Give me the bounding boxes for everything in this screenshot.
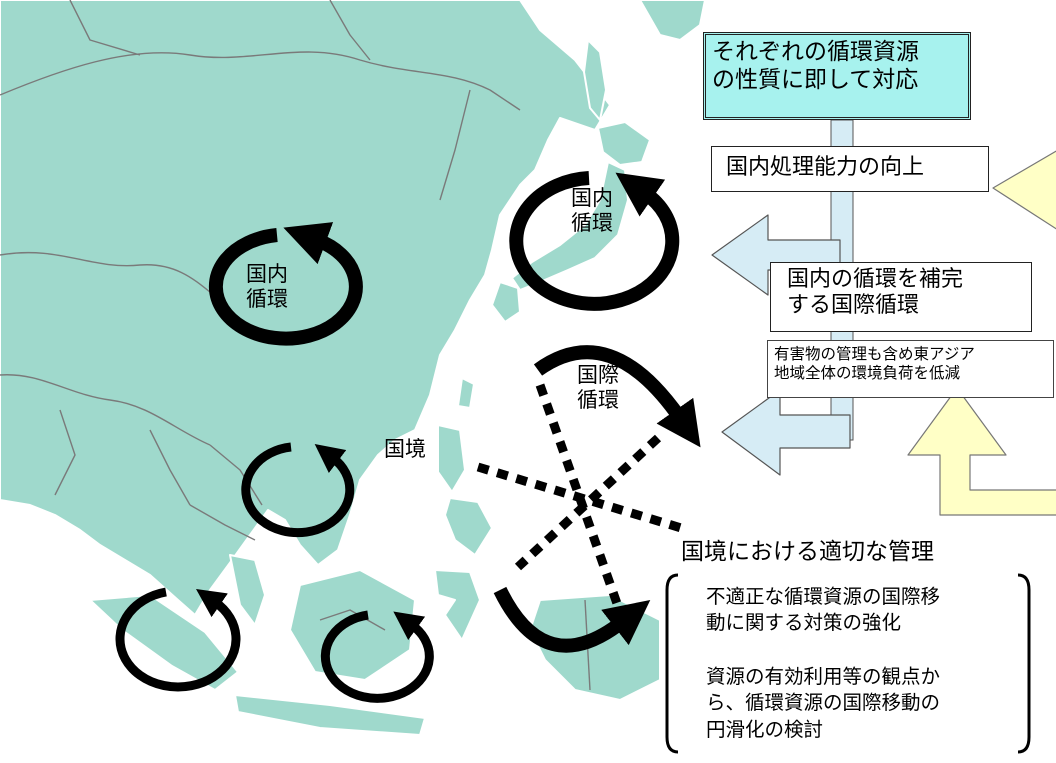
philippines-south [444, 497, 493, 556]
flow-step2-box: 国内の循環を補完 する国際循環 [770, 262, 1032, 332]
cycle-label-japan-line1: 国内 [571, 186, 613, 210]
flow-top-box: それぞれの循環資源 の性質に即して対応 [703, 32, 971, 120]
country-borders [0, 0, 591, 691]
cycle-arrow-japan [509, 171, 680, 311]
bracket-right [1017, 573, 1031, 754]
cycle-arrow-china [208, 222, 363, 346]
flow-step2-note-line2: 地域全体の環境負荷を低減 [774, 363, 961, 382]
taiwan [457, 377, 475, 409]
cycle-label-japan-line2: 循環 [571, 211, 613, 236]
border-management-item-1-line2: 動に関する対策の強化 [706, 611, 902, 635]
flow-top-box-line2: の性質に即して対応 [712, 66, 919, 93]
border-label: 国境 [384, 437, 426, 461]
flow-step2-note-line1: 有害物の管理も含め東アジア [774, 345, 975, 363]
sulawesi [434, 569, 481, 641]
sakhalin [583, 39, 607, 121]
cycle-arrow-international [533, 345, 701, 448]
cycle-arrow-newguinea [493, 586, 651, 653]
return-arrow-2 [721, 389, 851, 476]
flow-top-box-line1: それぞれの循環資源 [712, 39, 919, 65]
luzon [437, 424, 466, 493]
flow-step2-line1: 国内の循環を補完 [787, 267, 964, 292]
cycle-label-international: 国際 循環 [566, 363, 630, 413]
java [234, 694, 426, 736]
yellow-arrow-left [992, 150, 1056, 230]
kamchatka [639, 0, 706, 41]
cycle-label-china: 国内 循環 [235, 262, 299, 312]
yellow-arrow-up [907, 387, 1056, 516]
cycle-label-china-line1: 国内 [246, 262, 288, 286]
cycle-arrow-borneo [320, 610, 434, 703]
kyushu-shikoku [491, 281, 521, 323]
cycle-arrows [115, 171, 701, 703]
dotted-line-2 [535, 383, 625, 614]
flow-step2-note-box: 有害物の管理も含め東アジア 地域全体の環境負荷を低減 [767, 340, 1054, 398]
border-management-item-2: 資源の有効利用等の観点か ら、循環資源の国際移動の 円滑化の検討 [706, 664, 940, 743]
cycle-label-international-line1: 国際 [577, 363, 619, 387]
border-management-item-2-line2: ら、循環資源の国際移動の [706, 691, 941, 715]
cycle-arrow-sumatra [115, 587, 241, 692]
borneo [289, 569, 416, 681]
bracket-left [665, 573, 679, 754]
flow-step2-line2: する国際循環 [787, 293, 920, 319]
border-management-item-1-line1: 不適正な循環資源の国際移 [706, 585, 941, 608]
dotted-line-3 [514, 434, 662, 571]
border-management-item-1: 不適正な循環資源の国際移 動に関する対策の強化 [706, 584, 940, 637]
border-management-title: 国境における適切な管理 [681, 539, 934, 565]
cycle-label-japan: 国内 循環 [560, 186, 624, 236]
flow-step1-text: 国内処理能力の向上 [726, 155, 925, 180]
border-management-item-2-line3: 円滑化の検討 [706, 717, 824, 741]
asia-mainland [0, 0, 611, 616]
cycle-label-international-line2: 循環 [577, 388, 619, 413]
hokkaido [597, 121, 651, 166]
border-management-item-2-line1: 資源の有効利用等の観点か [706, 665, 941, 688]
cycle-label-china-line2: 循環 [246, 287, 288, 312]
cycle-arrow-indochina [241, 442, 355, 538]
flow-step1-box: 国内処理能力の向上 [711, 146, 989, 192]
border-dotted-lines [476, 383, 690, 614]
malay-peninsula [229, 554, 266, 626]
